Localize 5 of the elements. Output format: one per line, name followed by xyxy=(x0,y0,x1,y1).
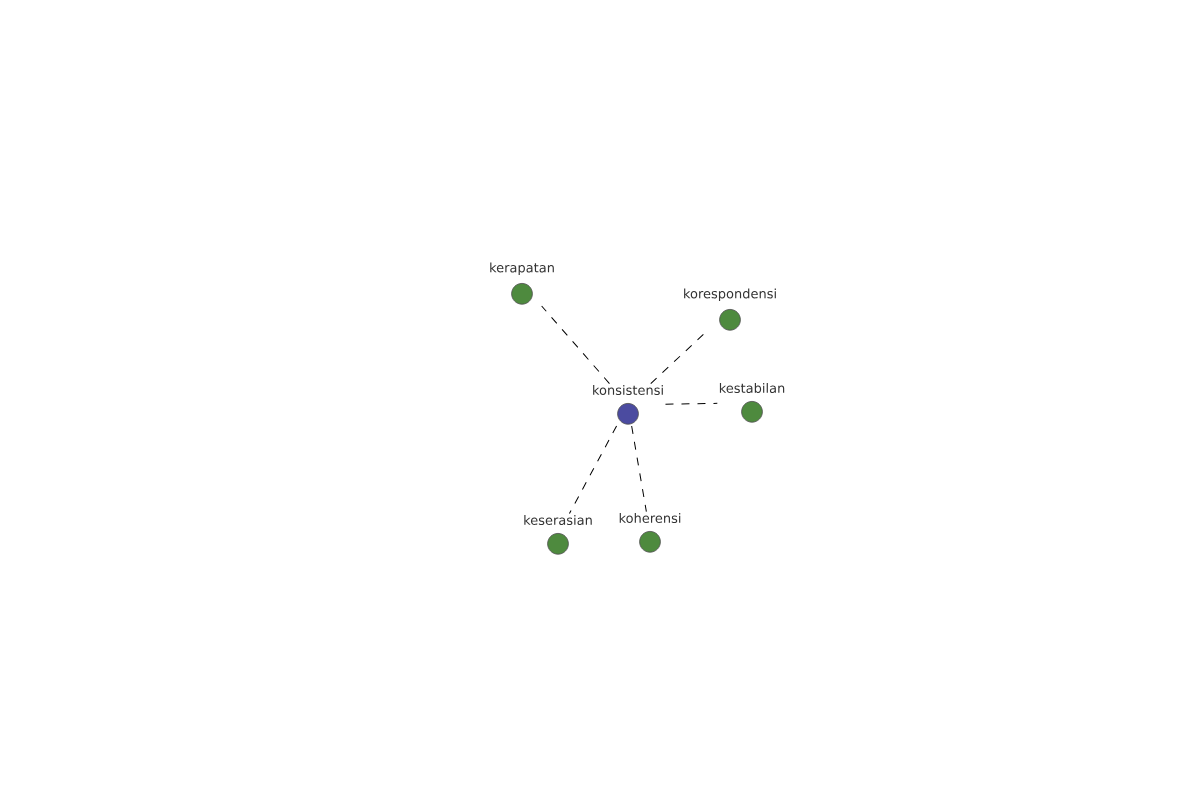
dashed-line xyxy=(631,425,647,513)
dashed-line xyxy=(568,425,618,515)
dashed-line xyxy=(541,305,610,385)
dashed-line xyxy=(665,402,718,405)
dashed-line xyxy=(650,331,707,385)
